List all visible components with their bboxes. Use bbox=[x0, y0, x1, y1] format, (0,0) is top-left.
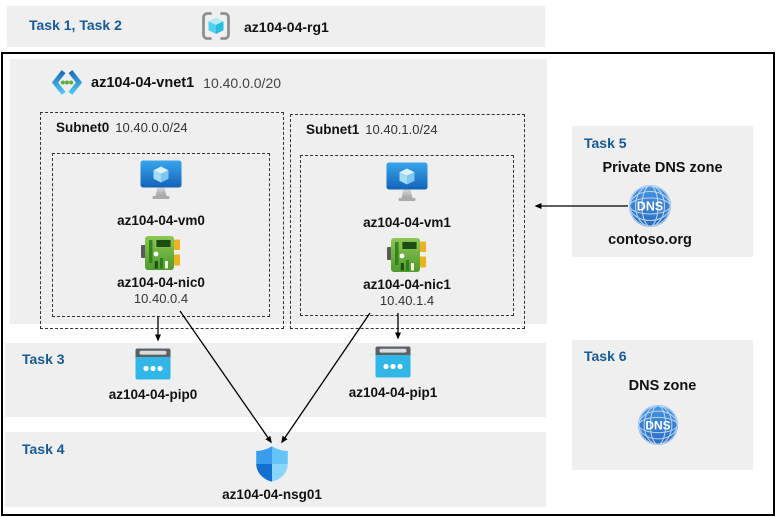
nic0-ip: 10.40.0.4 bbox=[133, 291, 189, 306]
virtual-machine-icon bbox=[139, 159, 183, 202]
vm0-name: az104-04-vm0 bbox=[117, 213, 205, 228]
dns-icon-label: DNS bbox=[637, 200, 663, 214]
nic0-name: az104-04-nic0 bbox=[117, 275, 205, 290]
task1-2-heading: Task 1, Task 2 bbox=[29, 17, 122, 33]
network-security-group-icon bbox=[255, 445, 289, 483]
subnet0-cidr: 10.40.0.0/24 bbox=[115, 120, 188, 135]
vnet-name: az104-04-vnet1 bbox=[91, 74, 195, 91]
virtual-network-icon bbox=[52, 69, 82, 96]
task4-band: Task 4 az104-04-nsg0 bbox=[5, 432, 546, 507]
virtual-machine-icon bbox=[385, 161, 429, 204]
task3-band: Task 3 az104-04-pip0 bbox=[5, 343, 546, 417]
vm1-name: az104-04-vm1 bbox=[363, 215, 451, 230]
private-dns-zone-title: Private DNS zone bbox=[602, 160, 723, 176]
dns-zone-title: DNS zone bbox=[628, 378, 697, 394]
task3-heading: Task 3 bbox=[22, 351, 65, 367]
private-dns-zone-name: contoso.org bbox=[608, 232, 692, 248]
public-ip-icon bbox=[135, 348, 171, 380]
nic1-ip: 10.40.1.4 bbox=[379, 293, 435, 308]
subnet1-cidr: 10.40.1.0/24 bbox=[365, 122, 438, 137]
subnet1-label: Subnet1 10.40.1.0/24 bbox=[306, 122, 438, 137]
dns-icon-label: DNS bbox=[645, 418, 670, 432]
resource-group-icon bbox=[199, 9, 233, 43]
resource-group-name: az104-04-rg1 bbox=[244, 19, 329, 35]
subnet0-label: Subnet0 10.40.0.0/24 bbox=[56, 120, 188, 135]
pip1-name: az104-04-pip1 bbox=[348, 385, 438, 400]
subnet0-box: Subnet0 10.40.0.0/24 az1 bbox=[40, 112, 284, 329]
vnet-container: az104-04-vnet1 10.40.0.0/20 Subnet0 10.4… bbox=[10, 59, 547, 329]
nic1-name: az104-04-nic1 bbox=[363, 277, 451, 292]
dns-zone-icon: DNS bbox=[628, 184, 672, 228]
task1-2-banner: Task 1, Task 2 az104-04-rg1 bbox=[7, 6, 545, 47]
vnet-cidr: 10.40.0.0/20 bbox=[203, 74, 282, 91]
network-interface-icon bbox=[387, 236, 427, 274]
vnet-header: az104-04-vnet1 10.40.0.0/20 bbox=[52, 69, 281, 96]
nsg-group: az104-04-nsg01 bbox=[192, 445, 352, 502]
vm0-group-box: az104-04-vm0 bbox=[52, 153, 270, 317]
dns-zone-icon: DNS bbox=[637, 404, 679, 446]
nsg-name: az104-04-nsg01 bbox=[222, 487, 322, 502]
subnet1-name: Subnet1 bbox=[306, 122, 360, 137]
pip0-name: az104-04-pip0 bbox=[108, 387, 198, 402]
pip0-group: az104-04-pip0 bbox=[73, 348, 233, 402]
subnet0-name: Subnet0 bbox=[56, 120, 110, 135]
public-ip-icon bbox=[375, 346, 411, 378]
subnet1-box: Subnet1 10.40.1.0/24 az1 bbox=[290, 114, 525, 329]
task6-heading: Task 6 bbox=[584, 348, 627, 364]
task4-heading: Task 4 bbox=[22, 441, 65, 457]
network-interface-icon bbox=[141, 234, 181, 272]
task5-box: Task 5 Private DNS zone DNS contoso.org bbox=[572, 126, 753, 257]
pip1-group: az104-04-pip1 bbox=[313, 346, 473, 400]
vm1-group-box: az104-04-vm1 bbox=[300, 155, 514, 316]
task6-box: Task 6 DNS zone DNS bbox=[572, 340, 753, 470]
task5-heading: Task 5 bbox=[584, 135, 627, 151]
